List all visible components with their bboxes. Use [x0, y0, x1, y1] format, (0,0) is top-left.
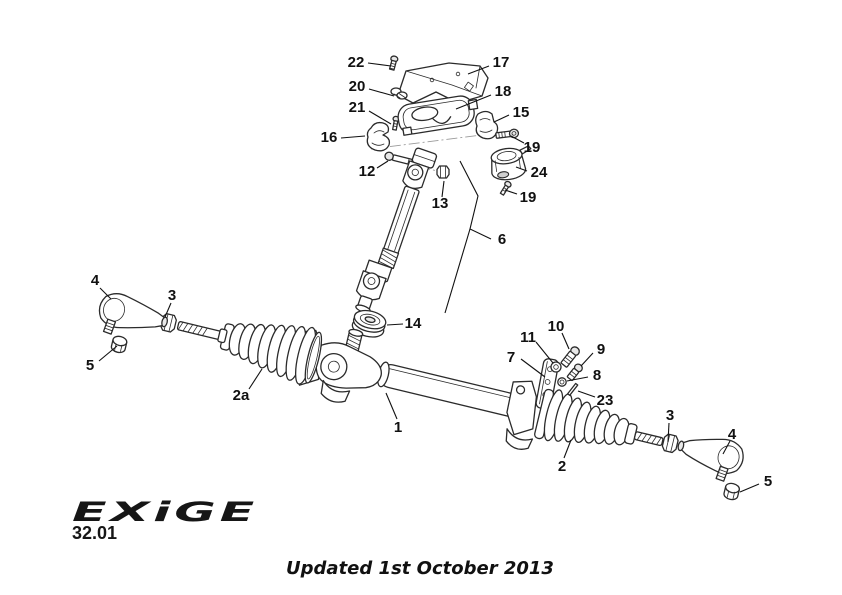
gaiter-2	[534, 388, 638, 446]
callout-leader-4-2	[722, 440, 731, 455]
bolt-19-upper	[495, 128, 520, 139]
part-number-13: 13	[432, 195, 449, 212]
gaiter-2a	[219, 323, 323, 385]
part-number-22: 22	[348, 54, 365, 71]
callout-leader-3	[164, 302, 172, 318]
part-number-2a: 2a	[233, 387, 250, 404]
nut-20	[390, 87, 408, 100]
upper-bracket-17	[397, 62, 489, 104]
part-number-3-2: 3	[666, 407, 674, 424]
locknut-3-right	[661, 433, 679, 454]
seal-14	[351, 309, 387, 338]
washer-11	[550, 361, 562, 373]
callout-leader-17	[467, 65, 490, 75]
callout-leader-2	[563, 439, 572, 459]
pinion-housing	[315, 328, 382, 403]
inner-tie-rod-left	[176, 321, 228, 344]
bushing-24	[490, 145, 532, 181]
callout-leader-6	[444, 228, 471, 314]
part-number-6: 6	[498, 231, 506, 248]
screw-19-lower	[499, 180, 512, 196]
callout-leader-21	[368, 110, 392, 125]
part-number-14: 14	[405, 315, 422, 332]
part-number-4: 4	[91, 272, 100, 289]
callout-leader-14	[386, 323, 404, 326]
footer: EXiGE 32.01 Updated 1st October 2013	[72, 497, 554, 579]
callout-leader-10	[561, 332, 570, 350]
bolt-10	[560, 346, 580, 368]
part-number-19-2: 19	[520, 189, 537, 206]
callout-leader-1	[385, 392, 398, 420]
part-number-12: 12	[359, 163, 376, 180]
screw-22	[388, 55, 399, 71]
callout-leader-18	[455, 94, 492, 110]
callout-leader-9	[580, 352, 594, 367]
bolt-9	[566, 363, 583, 381]
part-number-21: 21	[349, 99, 366, 116]
part-number-3: 3	[168, 287, 176, 304]
clamp-16	[366, 121, 391, 152]
callout-leader-5-2	[739, 483, 760, 493]
part-number-10: 10	[548, 318, 565, 335]
washer-8	[557, 377, 567, 387]
part-number-20: 20	[349, 78, 366, 95]
pin-23	[567, 382, 579, 396]
callout-leader-5	[98, 345, 118, 362]
callout-leader-7	[520, 358, 546, 378]
part-number-7: 7	[507, 349, 515, 366]
callout-leader-16	[340, 135, 366, 139]
exige-logo: EXiGE	[72, 497, 258, 528]
part-number-18: 18	[495, 83, 512, 100]
callout-leader-22	[367, 62, 392, 67]
part-number-15: 15	[513, 104, 530, 121]
tie-rod-end-right	[677, 438, 744, 482]
part-number-24: 24	[531, 164, 548, 181]
nut-5-left	[110, 335, 128, 354]
nut-5-right	[723, 482, 741, 501]
part-number-2: 2	[558, 458, 566, 475]
part-number-17: 17	[493, 54, 510, 71]
part-number-1: 1	[394, 419, 402, 436]
part-number-5-2: 5	[764, 473, 772, 490]
inner-tie-rod-right	[633, 431, 664, 447]
callout-leader-3-2	[667, 422, 670, 443]
callout-leader-8	[566, 376, 589, 382]
screw-21	[392, 115, 400, 131]
part-number-8: 8	[593, 367, 601, 384]
housing-tray-18	[397, 95, 479, 136]
callout-leader-12	[376, 160, 389, 169]
callout-leader-6	[459, 160, 492, 240]
part-number-4-2: 4	[728, 426, 737, 443]
page-number: 32.01	[72, 523, 117, 543]
updated-date: Updated 1st October 2013	[286, 558, 554, 579]
callout-leader-19	[510, 135, 525, 144]
nut-13	[436, 165, 450, 179]
callout-leader-20	[368, 88, 395, 97]
rack-mount-ear-right	[505, 380, 538, 450]
callout-leader-15	[493, 114, 510, 123]
part-number-5: 5	[86, 357, 94, 374]
part-number-11: 11	[520, 329, 536, 346]
callout-leader-13	[441, 180, 445, 198]
callout-leader-23	[577, 390, 596, 398]
callout-leader-11	[535, 341, 554, 364]
steering-rack-assembly	[98, 293, 744, 501]
callout-leader-4	[99, 287, 112, 300]
callout-leader-24	[515, 166, 528, 172]
part-number-23: 23	[597, 392, 614, 409]
callout-leader-19-2	[504, 189, 518, 195]
part-number-9: 9	[597, 341, 605, 358]
tie-rod-end-left	[98, 293, 169, 335]
part-number-19: 19	[524, 139, 541, 156]
part-number-16: 16	[321, 129, 338, 146]
intermediate-shaft-6	[355, 147, 438, 314]
clamp-15	[475, 110, 499, 140]
callout-leader-2a	[248, 368, 263, 390]
